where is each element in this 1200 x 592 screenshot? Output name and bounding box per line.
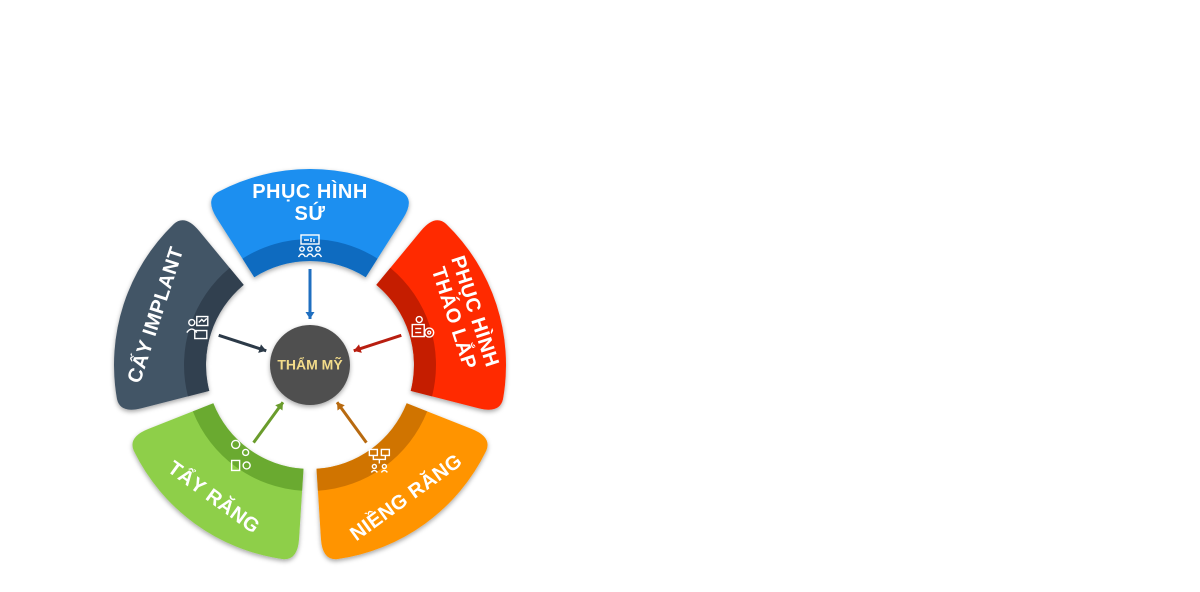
arrow-nieng-rang xyxy=(335,401,368,444)
segment-inner-band-tay-rang xyxy=(192,403,304,491)
worker-target-icon xyxy=(411,315,435,338)
center-label: THẨM MỸ xyxy=(277,356,343,373)
segment-inner-band-phuc-hinh-su xyxy=(242,239,378,278)
segment-cay-implant: CẤY IMPLANT xyxy=(114,220,267,410)
segment-label-line: PHỤC HÌNH xyxy=(252,180,368,203)
segment-inner-band-phuc-hinh-thao-lap xyxy=(376,267,436,397)
arrowhead-phuc-hinh-thao-lap xyxy=(353,344,362,353)
segment-shape-cay-implant xyxy=(114,220,244,410)
team-network-icon xyxy=(368,448,391,473)
segment-nieng-rang: NIỀNG RĂNG xyxy=(316,401,488,560)
segment-shape-tay-rang xyxy=(132,403,304,560)
arrow-tay-rang xyxy=(252,401,285,444)
arrowhead-tay-rang xyxy=(275,402,283,411)
worker-chart-icon xyxy=(186,315,209,340)
center-circle xyxy=(270,325,350,405)
segment-inner-band-nieng-rang xyxy=(316,403,428,491)
segment-inner-band-cay-implant xyxy=(184,267,244,397)
segment-shape-nieng-rang xyxy=(316,403,488,560)
arrowhead-cay-implant xyxy=(258,344,267,353)
segment-label-line: SỨ xyxy=(295,201,326,225)
location-doc-icon xyxy=(230,439,251,472)
arrowhead-nieng-rang xyxy=(337,402,345,411)
segment-phuc-hinh-thao-lap: PHỤC HÌNHTHÁO LẮP xyxy=(353,220,506,410)
arrow-cay-implant xyxy=(218,333,267,353)
center-node: THẨM MỸ xyxy=(270,325,350,405)
arrow-phuc-hinh-thao-lap xyxy=(353,333,402,353)
arrowhead-phuc-hinh-su xyxy=(305,312,315,319)
segment-tay-rang: TẨY RĂNG xyxy=(132,401,304,560)
segment-shape-phuc-hinh-thao-lap xyxy=(376,220,506,410)
team-presentation-icon xyxy=(297,234,323,258)
